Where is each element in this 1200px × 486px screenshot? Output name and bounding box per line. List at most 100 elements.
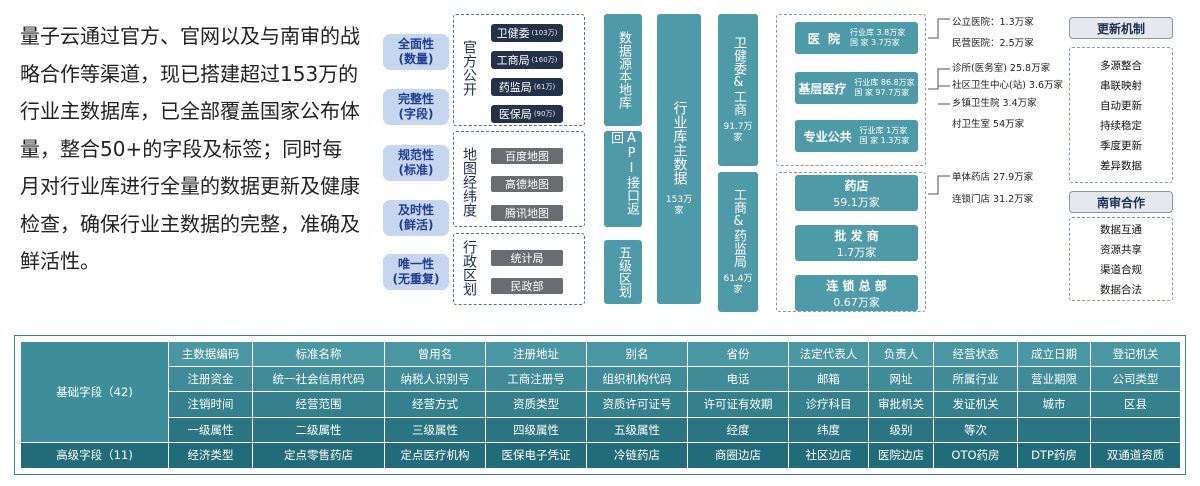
stage-division-label: 五级区划 xyxy=(616,246,631,298)
category-name: 基层医疗 xyxy=(798,81,847,96)
property-sublabel: (数量) xyxy=(398,52,434,66)
category-primary-care: 基层医疗 行业库 86.8万家 国 家 97.7万家 xyxy=(795,72,918,104)
field-cell: 曾用名 xyxy=(384,340,486,368)
field-cell: 四级属性 xyxy=(485,416,587,443)
field-cell: 电话 xyxy=(687,366,789,393)
category-group-health xyxy=(776,14,926,166)
category-name: 连 锁 总 部 xyxy=(826,278,887,293)
nanshen-item: 数据互通 xyxy=(1100,224,1142,236)
field-cell: 经营方式 xyxy=(384,391,486,418)
fields-table-frame xyxy=(14,335,1186,475)
detail-single-pharmacy: 单体药店 27.9万家 xyxy=(952,172,1034,183)
field-cell: 商圈边店 xyxy=(687,441,789,470)
fields-table: 基础字段（42)主数据编码标准名称曾用名注册地址别名省份法定代表人负责人经营状态… xyxy=(20,340,1181,470)
field-cell: OTO药房 xyxy=(933,441,1018,470)
source-group-maps-label: 地图经纬度 xyxy=(461,147,477,217)
field-cell: 资质许可证号 xyxy=(586,391,688,418)
source-group-admin xyxy=(453,233,585,305)
field-cell: 二级属性 xyxy=(252,416,385,443)
fields-basic-row: 一级属性二级属性三级属性四级属性五级属性经度纬度级别等次 xyxy=(21,416,1181,443)
fields-basic-row: 注册资金统一社会信用代码纳税人识别号工商注册号组织机构代码电话邮箱网址所属行业营… xyxy=(21,366,1181,393)
update-mechanism-item: 差异数据 xyxy=(1100,160,1142,172)
category-value: 59.1万家 xyxy=(833,195,880,209)
field-cell: DTP药房 xyxy=(1017,441,1091,470)
branch-health-commerce: 卫健委&工商 91.7万家 xyxy=(718,14,758,166)
category-public-health: 专业公共 行业库 1万家 国 家 1.3万家 xyxy=(795,120,918,152)
category-hospital: 医 院 行业库 3.8万家 国 家 3.7万家 xyxy=(795,22,918,54)
detail-community-center: 社区卫生中心(站) 3.6万家 xyxy=(952,80,1064,91)
detail-private-hospital: 民营医院：2.5万家 xyxy=(952,38,1034,49)
field-cell: 统一社会信用代码 xyxy=(252,366,385,393)
detail-chain-pharmacy: 连锁门店 31.2万家 xyxy=(952,194,1034,205)
fields-advanced-row: 高级字段（11)经济类型定点零售药店定点医疗机构医保电子凭证冷链药店商圈边店社区… xyxy=(20,441,1181,470)
master-database-count: 153万家 xyxy=(665,195,693,216)
field-cell: 邮箱 xyxy=(788,366,869,393)
branch-title: 工商&药监局 xyxy=(731,188,746,268)
fields-basic-row: 注销时间经营范围经营方式资质类型资质许可证号许可证有效期诊疗科目审批机关发证机关… xyxy=(21,391,1181,418)
field-cell: 组织机构代码 xyxy=(586,366,688,393)
field-cell: 城市 xyxy=(1017,391,1091,418)
field-cell: 发证机关 xyxy=(933,391,1018,418)
source-item-medical-insurance: 医保局(90万) xyxy=(491,105,563,123)
master-database-label: 行业库主数据 xyxy=(671,101,688,185)
field-cell: 标准名称 xyxy=(252,340,385,368)
field-cell: 工商注册号 xyxy=(485,366,587,393)
source-item-health-commission: 卫健委(103万) xyxy=(491,24,563,42)
update-mechanism-title: 更新机制 xyxy=(1069,17,1173,39)
field-cell: 营业期限 xyxy=(1017,366,1091,393)
property-label: 及时性 xyxy=(397,203,434,217)
field-cell: 注销时间 xyxy=(168,391,253,418)
property-label: 唯一性 xyxy=(397,257,434,271)
field-cell: 成立日期 xyxy=(1017,340,1091,368)
field-cell: 纳税人识别号 xyxy=(384,366,486,393)
category-name: 批 发 商 xyxy=(834,228,879,243)
property-uniqueness: 唯一性 (无重复) xyxy=(383,254,449,290)
source-item-industry-commerce: 工商局(160万) xyxy=(491,51,563,69)
nanshen-list: 数据互通 资源共享 渠道合规 数据合法 xyxy=(1069,217,1173,301)
field-cell: 区县 xyxy=(1090,391,1181,418)
stage-api-return-label: API接口返回 xyxy=(608,131,639,215)
category-stats: 行业库 3.8万家 国 家 3.7万家 xyxy=(849,28,906,47)
nanshen-item: 数据合法 xyxy=(1100,284,1142,296)
source-item-amap: 高德地图 xyxy=(491,176,563,192)
field-cell: 注册地址 xyxy=(485,340,587,368)
pharmacy-bracket xyxy=(928,175,950,195)
source-item-drug-admin: 药监局(61万) xyxy=(491,78,563,96)
fields-basic-label: 基础字段（42) xyxy=(20,341,169,443)
field-cell: 公司类型 xyxy=(1090,366,1181,393)
field-cell xyxy=(1090,416,1181,443)
field-cell: 医保电子凭证 xyxy=(485,441,587,470)
category-chain-hq: 连 锁 总 部 0.67万家 xyxy=(795,275,918,311)
update-mechanism-item: 季度更新 xyxy=(1100,140,1142,152)
detail-public-hospital: 公立医院：1.3万家 xyxy=(952,17,1034,28)
update-mechanism-item: 串联映射 xyxy=(1100,80,1142,92)
field-cell: 诊疗科目 xyxy=(788,391,869,418)
fields-basic-row: 基础字段（42)主数据编码标准名称曾用名注册地址别名省份法定代表人负责人经营状态… xyxy=(20,340,1181,443)
source-item-civil-affairs: 民政部 xyxy=(491,278,563,294)
field-cell: 定点医疗机构 xyxy=(384,441,486,470)
nanshen-item: 资源共享 xyxy=(1100,244,1142,256)
source-group-official-label: 官方公开 xyxy=(461,40,477,96)
source-item-baidu-map: 百度地图 xyxy=(491,148,563,164)
branch-title: 卫健委&工商 xyxy=(731,36,746,116)
stage-division: 五级区划 xyxy=(604,240,642,304)
branch-commerce-drug: 工商&药监局 61.4万家 xyxy=(718,172,758,312)
property-label: 完整性 xyxy=(397,92,434,106)
field-cell: 三级属性 xyxy=(384,416,486,443)
field-cell: 冷链药店 xyxy=(586,441,688,470)
category-stats: 行业库 1万家 国 家 1.3万家 xyxy=(859,126,910,145)
property-label: 全面性 xyxy=(397,37,434,51)
fields-advanced-label: 高级字段（11) xyxy=(20,441,169,470)
field-cell: 注册资金 xyxy=(168,366,253,393)
detail-village-clinic: 村卫生室 54万家 xyxy=(952,119,1025,130)
category-value: 0.67万家 xyxy=(833,295,880,309)
property-sublabel: (鲜活) xyxy=(398,218,434,232)
field-cell: 省份 xyxy=(687,340,789,368)
intro-paragraph: 量子云通过官方、官网以及与南审的战略合作等渠道，现已搭建超过153万的行业主数据… xyxy=(20,24,360,273)
property-sublabel: (无重复) xyxy=(392,272,440,286)
property-completeness-count: 全面性 (数量) xyxy=(383,34,449,70)
field-cell: 经济类型 xyxy=(168,441,253,470)
field-cell: 所属行业 xyxy=(933,366,1018,393)
stage-local-db-label: 数据源本地库 xyxy=(616,31,631,109)
category-group-drug xyxy=(776,172,926,312)
